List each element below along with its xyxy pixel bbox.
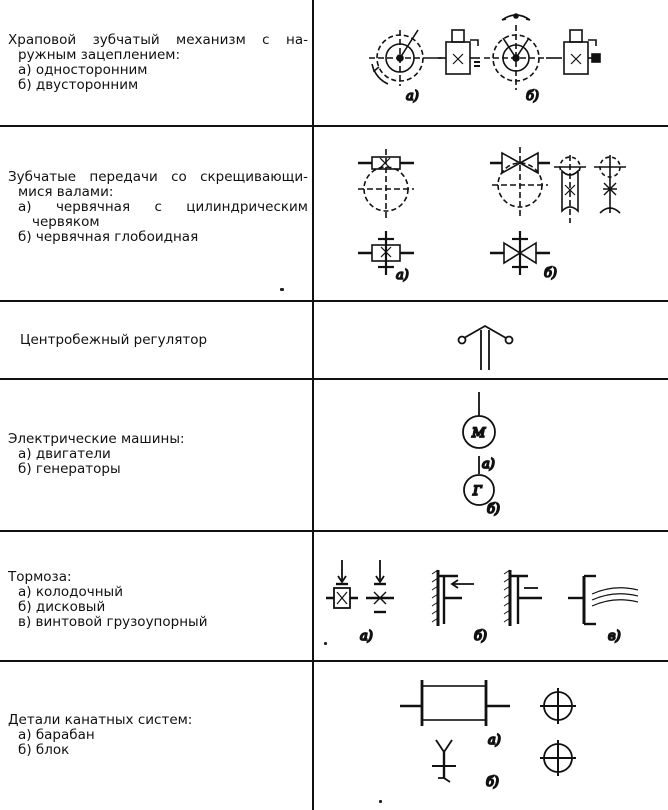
- scan-speck: [379, 800, 382, 803]
- motor-letter: М: [471, 426, 486, 441]
- row-title-line: Электрические машины:: [8, 431, 185, 447]
- row-governor-description: Центробежный регулятор: [20, 333, 320, 348]
- generator-letter: Г: [472, 484, 482, 499]
- electric-machine-symbols: М а) Г б): [462, 392, 501, 518]
- row-item: а) двигатели: [18, 446, 111, 462]
- scan-speck: [280, 288, 284, 291]
- row-item: в) винтовой грузоупорный: [18, 614, 208, 630]
- worm-gear-symbols: а) б): [358, 147, 626, 284]
- brake-c-label: в): [608, 629, 621, 644]
- row-title-line: Центробежный регулятор: [20, 332, 208, 348]
- row-item: а) барабан: [18, 727, 95, 743]
- ratchet-a-label: а): [406, 89, 419, 104]
- generator-label: б): [487, 502, 500, 517]
- row-crossed-gears-description: Зубчатые передачи со скрещивающи- мися в…: [8, 170, 308, 245]
- brake-symbols: а) б) в): [326, 560, 639, 645]
- row-title-line: Детали канатных систем:: [8, 712, 193, 728]
- row-item: б) двусторонним: [18, 77, 139, 93]
- rope-b-label: б): [486, 775, 499, 790]
- motor-label: а): [482, 457, 495, 472]
- row-title-line: Тормоза:: [8, 569, 72, 585]
- worm-b-label: б): [544, 266, 557, 281]
- rope-a-label: а): [488, 733, 501, 748]
- row-item: червяком: [32, 214, 100, 230]
- row-item: б) червячная глобоидная: [18, 229, 199, 245]
- row-divider: [0, 660, 668, 662]
- row-item: б) дисковый: [18, 599, 106, 615]
- row-title-line: Храповой зубчатый механизм с на-: [8, 32, 308, 48]
- column-divider: [312, 0, 314, 810]
- row-item: б) генераторы: [18, 461, 121, 477]
- row-divider: [0, 378, 668, 380]
- ratchet-mechanism-symbols: а) б): [369, 13, 601, 105]
- row-item: б) блок: [18, 742, 70, 758]
- brake-b-label: б): [474, 629, 487, 644]
- centrifugal-governor-symbol: [457, 324, 514, 370]
- rope-parts-symbols: а) б): [400, 680, 576, 791]
- row-electric-machines-description: Электрические машины: а) двигатели б) ге…: [8, 432, 308, 477]
- row-item: а) односторонним: [18, 62, 148, 78]
- row-title-line: мися валами:: [18, 184, 114, 200]
- row-title-line: Зубчатые передачи со скрещивающи-: [8, 169, 308, 185]
- row-divider: [0, 125, 668, 127]
- row-title-line: ружным зацеплением:: [18, 47, 181, 63]
- row-item: а) колодочный: [18, 584, 123, 600]
- row-item: а) червячная с цилиндрическим: [18, 199, 308, 215]
- scan-speck: [324, 642, 327, 645]
- brake-a-label: а): [360, 629, 373, 644]
- row-divider: [0, 530, 668, 532]
- row-ratchet-description: Храповой зубчатый механизм с на- ружным …: [8, 33, 308, 93]
- ratchet-b-label: б): [526, 89, 539, 104]
- worm-a-label: а): [396, 268, 409, 283]
- row-rope-parts-description: Детали канатных систем: а) барабан б) бл…: [8, 713, 308, 758]
- row-brakes-description: Тормоза: а) колодочный б) дисковый в) ви…: [8, 570, 308, 630]
- row-divider: [0, 300, 668, 302]
